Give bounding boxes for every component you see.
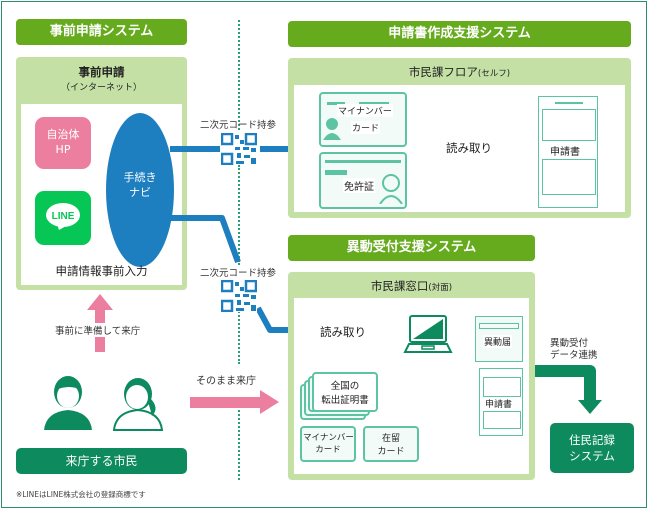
- prepare-visit-label: 事前に準備して来庁: [55, 323, 141, 337]
- residence-card-label: 在留: [381, 434, 400, 444]
- portrait-icon: [379, 174, 403, 204]
- arrow-data-link: [530, 365, 596, 400]
- pre-application-title: 事前申請: [78, 65, 125, 79]
- line-app-button[interactable]: LINE: [35, 191, 91, 245]
- system-divider: [238, 20, 240, 130]
- arrow-direct-shaft: [190, 397, 260, 408]
- arrow-prepare-head: [87, 294, 113, 310]
- qr-code-icon: [221, 133, 257, 165]
- municipal-hp-label-2: HP: [55, 143, 71, 156]
- drivers-license-icon: 免許証: [319, 152, 407, 209]
- counter-mynumber-label-2: カード: [315, 445, 341, 455]
- mynumber-card-label-2: カード: [351, 121, 381, 134]
- resident-record-system: 住民記録 システム: [550, 423, 634, 473]
- arrow-navi-to-counter: [170, 215, 241, 264]
- citizen-female-icon: [112, 378, 164, 431]
- residence-card-label-2: カード: [377, 447, 405, 457]
- procedure-navi-label: 手続き: [123, 171, 157, 184]
- application-form-label: 申請書: [549, 143, 581, 158]
- direct-visit-label: そのまま来庁: [196, 376, 256, 387]
- qr-label-bottom: 二次元コード持参: [200, 268, 277, 279]
- portrait-icon: [323, 118, 341, 140]
- move-notice-icon: 異動届: [475, 316, 523, 362]
- pre-application-system-header: 事前申請システム: [16, 19, 187, 45]
- pre-input-label: 申請情報事前入力: [55, 264, 148, 278]
- mynumber-card-icon: マイナンバー カード: [319, 92, 407, 147]
- procedure-navi-label-2: ナビ: [129, 186, 151, 199]
- counter-form-icon: 申請書: [479, 368, 523, 436]
- line-logo-icon: LINE: [46, 203, 80, 230]
- pre-application-subtitle: （インターネット）: [60, 83, 142, 93]
- municipal-hp-label: 自治体: [46, 128, 80, 141]
- qr-code-icon: [221, 280, 257, 312]
- citizen-male-icon: [44, 376, 92, 430]
- system-divider: [238, 308, 240, 364]
- system-divider: [238, 165, 240, 265]
- resident-record-label: 住民記録: [569, 433, 615, 447]
- drivers-license-label: 免許証: [343, 178, 375, 193]
- municipal-hp-button[interactable]: 自治体 HP: [35, 117, 91, 169]
- transfer-certificate-label: 全国の: [314, 378, 376, 392]
- data-link-label-1: 異動受付: [550, 338, 589, 349]
- move-reception-system-header: 異動受付支援システム: [288, 235, 535, 261]
- application-form-icon: 申請書: [538, 96, 598, 208]
- citizen-floor-note: (セルフ): [477, 69, 511, 79]
- move-notice-label: 異動届: [483, 335, 513, 348]
- line-logo-text: LINE: [52, 211, 75, 222]
- counter-mynumber-card-icon: マイナンバー カード: [300, 426, 356, 462]
- citizen-counter-note: (対面): [428, 283, 453, 293]
- counter-read-label: 読み取り: [320, 325, 366, 339]
- qr-label-top: 二次元コード持参: [200, 120, 277, 131]
- procedure-navi[interactable]: 手続き ナビ: [106, 113, 174, 267]
- laptop-icon: [403, 315, 453, 353]
- citizen-floor-title: 市民課フロア: [408, 65, 478, 79]
- data-link-label: 異動受付 データ連携: [550, 338, 598, 362]
- floor-read-label: 読み取り: [446, 141, 492, 155]
- citizens-label: 来庁する市民: [16, 448, 187, 474]
- citizen-counter-title: 市民課窓口: [370, 279, 429, 293]
- transfer-certificate-label-2: 転出証明書: [314, 392, 376, 406]
- arrow-direct-head: [260, 390, 279, 414]
- data-link-label-2: データ連携: [550, 350, 598, 361]
- application-support-system-header: 申請書作成支援システム: [288, 21, 631, 47]
- footnote: ※LINEはLINE株式会社の登録商標です: [16, 490, 146, 499]
- counter-form-label: 申請書: [484, 397, 514, 410]
- resident-record-label-2: システム: [569, 449, 615, 463]
- mynumber-card-label: マイナンバー: [337, 104, 393, 117]
- system-divider: [238, 410, 240, 480]
- residence-card-icon: 在留 カード: [363, 426, 419, 462]
- transfer-certificate-stack: 全国の 転出証明書: [300, 372, 380, 422]
- counter-mynumber-label: マイナンバー: [303, 433, 354, 443]
